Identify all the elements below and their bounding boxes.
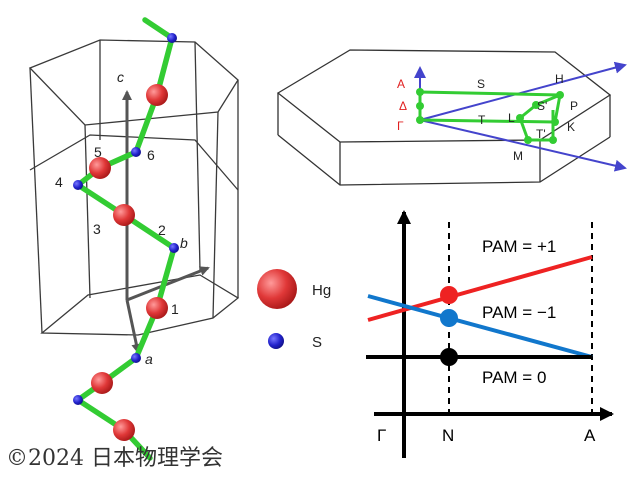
b-axis-label: b	[180, 235, 188, 251]
bz-point	[556, 91, 564, 99]
site-label-2: 2	[158, 222, 166, 238]
series-label-plus-one: PAM = +1	[482, 237, 556, 256]
series-label-zero: PAM = 0	[482, 368, 546, 387]
hg-legend: Hg	[257, 269, 331, 309]
label-A: A	[397, 77, 405, 91]
s-atom	[73, 180, 83, 190]
pam-plus-one-point	[440, 286, 458, 304]
label-S: S	[477, 77, 485, 91]
s-atom-icon	[268, 333, 284, 349]
label-T: T	[478, 113, 486, 127]
label-T-prime: T'	[536, 127, 546, 141]
pam-minus-one-line	[367, 294, 593, 359]
series-label-minus-one: PAM = −1	[482, 303, 556, 322]
label-P: P	[570, 99, 578, 113]
x-tick-gamma: Γ	[377, 426, 386, 445]
b-axis-arrow	[126, 266, 210, 302]
site-label-3: 3	[93, 221, 101, 237]
site-label-4: 4	[55, 174, 63, 190]
bz-point	[416, 116, 424, 124]
hg-atom	[91, 372, 113, 394]
crystal-labels: c b a 5 6 4 3 2 1	[55, 69, 188, 367]
pam-chart: PAM = +1 PAM = −1 PAM = 0 Γ N A	[366, 210, 614, 458]
hg-legend-label: Hg	[312, 282, 331, 299]
high-symmetry-points	[416, 88, 564, 144]
bz-point	[524, 136, 532, 144]
crystal-structure: c b a 5 6 4 3 2 1 Hg S	[28, 17, 331, 461]
bz-point	[532, 101, 540, 109]
a-axis-arrow	[125, 299, 142, 354]
kx-axis-arrow	[419, 61, 627, 121]
s-atom	[131, 353, 141, 363]
brillouin-zone: A Δ Γ S H S' P L T T' K M	[276, 49, 627, 186]
ky-axis-arrow	[419, 119, 627, 172]
hg-atom	[89, 157, 111, 179]
bz-point	[549, 136, 557, 144]
label-M: M	[513, 149, 523, 163]
mercury-atoms	[89, 84, 168, 441]
a-axis-label: a	[145, 351, 153, 367]
hg-atom	[113, 204, 135, 226]
s-legend-label: S	[312, 334, 322, 351]
s-atom	[73, 395, 83, 405]
label-H: H	[555, 72, 564, 86]
copyright-notice: ©2024 日本物理学会	[6, 446, 223, 471]
label-Delta: Δ	[399, 99, 407, 113]
bz-point	[551, 118, 559, 126]
label-S-prime: S'	[537, 99, 547, 113]
lattice-axes	[122, 90, 210, 354]
bz-point	[516, 114, 524, 122]
s-legend: S	[268, 333, 322, 351]
s-atom	[131, 147, 141, 157]
s-atom	[167, 33, 177, 43]
x-tick-a: A	[584, 426, 596, 445]
s-atom	[169, 243, 179, 253]
atom-legend: Hg S	[257, 269, 331, 351]
pam-minus-one-point	[440, 309, 458, 327]
site-label-1: 1	[171, 301, 179, 317]
bz-point	[416, 102, 424, 110]
sulfur-atoms	[73, 33, 179, 405]
label-Gamma: Γ	[397, 119, 404, 133]
bz-point	[416, 88, 424, 96]
hg-atom	[113, 419, 135, 441]
label-L: L	[508, 111, 515, 125]
pam-zero-point	[440, 348, 458, 366]
bz-point-labels: A Δ Γ S H S' P L T T' K M	[397, 72, 578, 163]
x-tick-n: N	[442, 426, 454, 445]
hg-atom	[146, 84, 168, 106]
label-K: K	[567, 120, 575, 134]
hg-atom	[146, 297, 168, 319]
hg-atom-icon	[257, 269, 297, 309]
site-label-6: 6	[147, 147, 155, 163]
site-label-5: 5	[94, 144, 102, 160]
bz-prism	[276, 49, 612, 186]
pam-plus-one-line	[367, 255, 593, 322]
c-axis-label: c	[117, 69, 124, 85]
